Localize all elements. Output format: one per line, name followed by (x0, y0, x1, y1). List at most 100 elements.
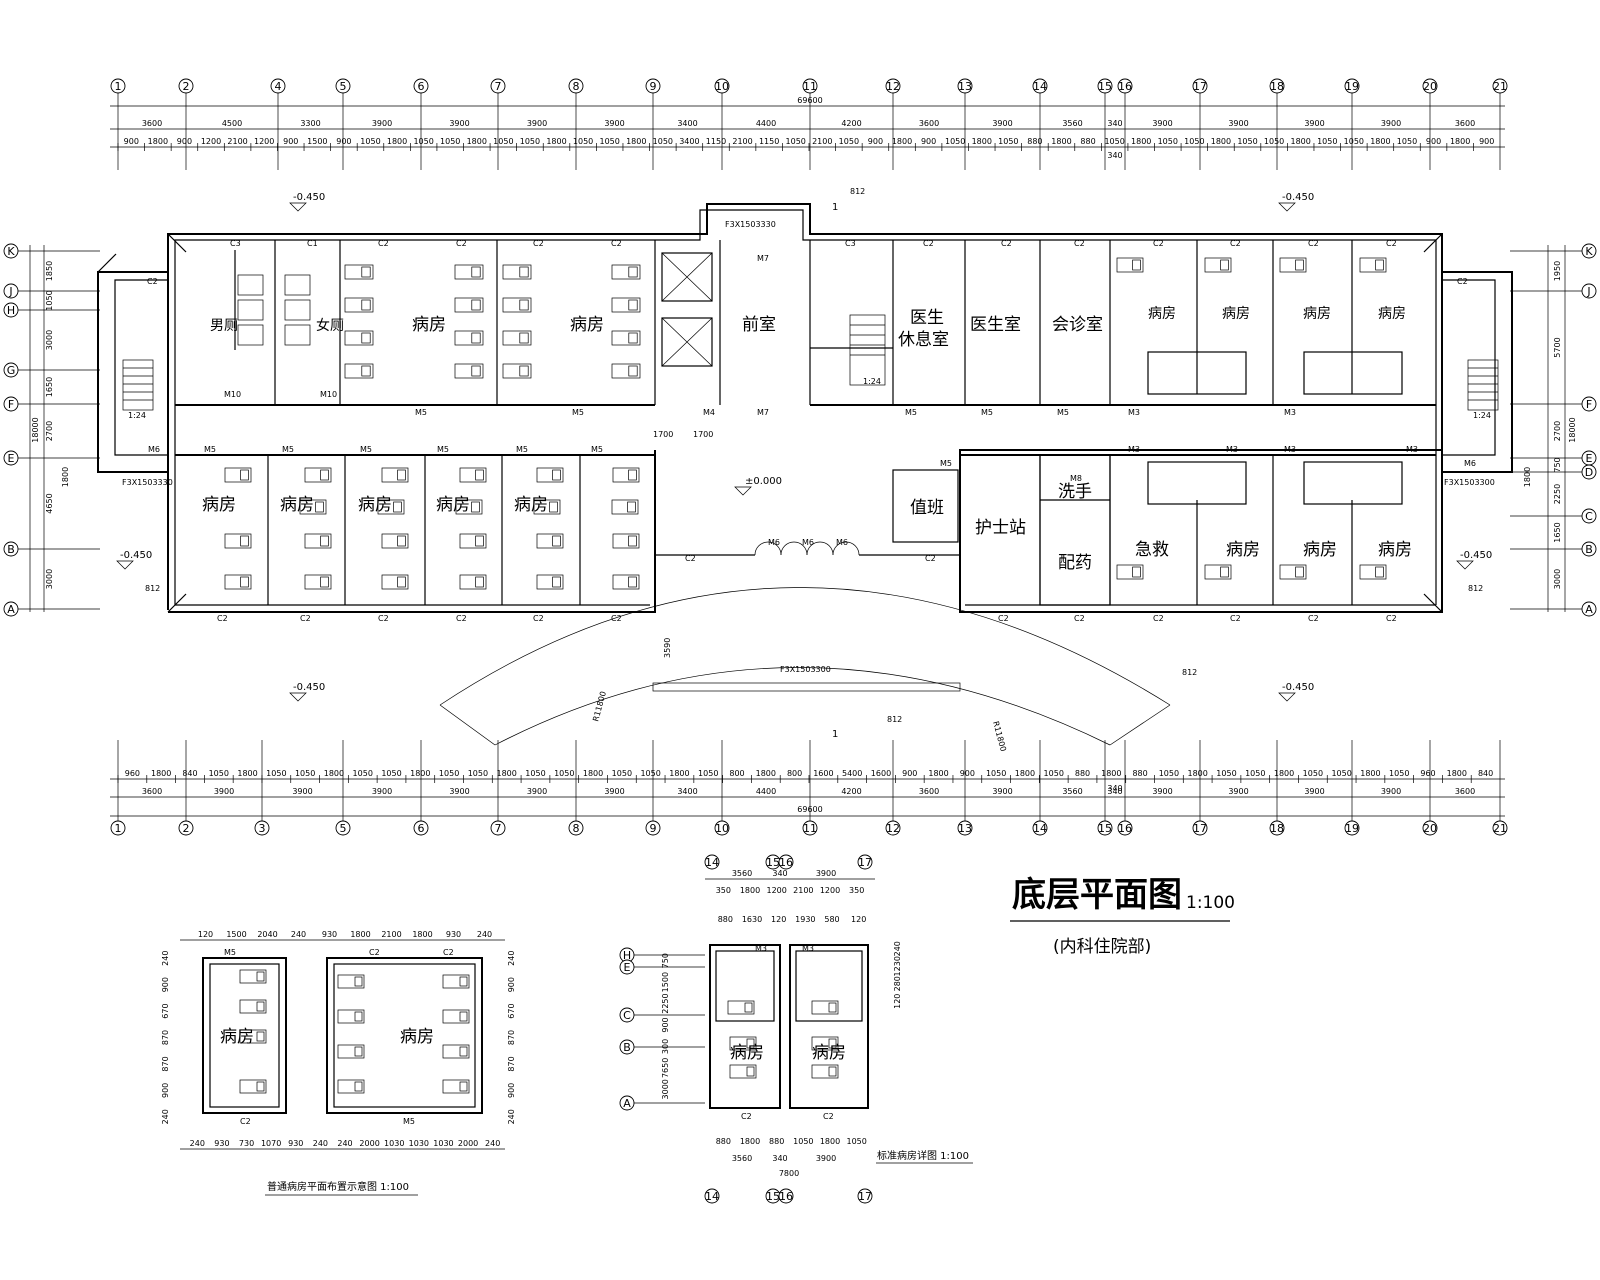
span-dim: 3900 (372, 787, 392, 796)
detail-dim: 340 (772, 869, 787, 878)
elevation-mark: -0.450 (1282, 192, 1314, 203)
side-dim: 240 (893, 941, 902, 956)
window-tag: C2 (685, 554, 696, 563)
window-tag: C2 (300, 614, 311, 623)
detail-dim: 2100 (793, 886, 813, 895)
window-tag: C1 (307, 239, 318, 248)
elevation-mark: -0.450 (1460, 550, 1492, 561)
bed (811, 1000, 839, 1015)
axis-label: J (8, 285, 12, 298)
axis-label: F (1586, 398, 1592, 411)
side-dim: 1230 (893, 956, 902, 976)
axis-label: H (7, 304, 15, 317)
axis-label: C (1585, 510, 1593, 523)
axis-label: 15 (1098, 80, 1112, 93)
dispense-room-label: 配药 (1058, 553, 1092, 573)
bed (611, 330, 641, 346)
bed (454, 330, 484, 346)
axis-label: 9 (650, 80, 657, 93)
bed (381, 574, 409, 590)
window-tag: C2 (1230, 614, 1241, 623)
span-dim: 3900 (214, 787, 234, 796)
door-tag: M3 (1226, 445, 1238, 454)
detail-dim: 3900 (816, 1154, 836, 1163)
ward-label: 病房 (1303, 540, 1337, 560)
axis-label: 12 (886, 822, 900, 835)
detail-dim: 930 (322, 930, 337, 939)
bed (337, 1044, 365, 1059)
detail-dim: 1050 (1344, 137, 1364, 146)
span-dim: 3900 (372, 119, 392, 128)
axis-label: 13 (958, 822, 972, 835)
bed (344, 297, 374, 313)
span-dim: 3900 (1381, 119, 1401, 128)
detail-dim: 1050 (468, 769, 488, 778)
side-dim: 3000 (661, 1079, 670, 1099)
door-tag: M6 (1464, 459, 1476, 468)
axis-label: E (1586, 452, 1593, 465)
span-dim: 3900 (1304, 787, 1324, 796)
bed (337, 1079, 365, 1094)
door-tag: M5 (940, 459, 952, 468)
bed (1359, 257, 1387, 273)
door-tag: M3 (802, 944, 814, 953)
detail-dim: 900 (283, 137, 298, 146)
bed (337, 974, 365, 989)
detail-dim: 1800 (1450, 137, 1470, 146)
detail-dim: 350 (849, 886, 864, 895)
axis-label: A (623, 1097, 631, 1110)
bed (611, 363, 641, 379)
detail-dim: 240 (337, 1139, 352, 1148)
detail-dim: 1800 (1370, 137, 1390, 146)
span-dim: 3600 (919, 787, 939, 796)
axis-label: 12 (886, 80, 900, 93)
axis-label: 17 (858, 1190, 872, 1203)
window-tag: C2 (925, 554, 936, 563)
detail-dim: 1050 (266, 769, 286, 778)
side-dim: 2250 (1553, 484, 1562, 504)
fire-door-tag: F3X1503330 (725, 220, 776, 229)
doctor-rest-label: 医生 (910, 308, 944, 328)
women-wc-label: 女厕 (316, 317, 344, 334)
bed (459, 533, 487, 549)
side-dim: 1650 (1553, 522, 1562, 542)
bed (442, 1044, 470, 1059)
detail-dim: 3400 (679, 137, 699, 146)
detail-dim: 1800 (410, 769, 430, 778)
window-tag: C2 (1153, 614, 1164, 623)
detail-dim: 1200 (201, 137, 221, 146)
door-tag: M6 (148, 445, 160, 454)
dim-label: 3590 (663, 638, 672, 658)
axis-label: 8 (573, 822, 580, 835)
detail-dim: 960 (1420, 769, 1435, 778)
detail-dim: 1050 (1331, 769, 1351, 778)
axis-label: 10 (715, 822, 729, 835)
axis-bubble (857, 1188, 873, 1204)
elevation-mark: ±0.000 (745, 476, 782, 487)
detail-dim: 1800 (1290, 137, 1310, 146)
detail-dim: 880 (1132, 769, 1147, 778)
axis-label: 17 (1193, 80, 1207, 93)
ward-label: 病房 (812, 1043, 846, 1063)
span-dim: 3400 (677, 119, 697, 128)
side-dim: 900 (161, 1083, 170, 1098)
bed (459, 574, 487, 590)
side-dim: 1800 (1523, 467, 1532, 487)
side-dim: 750 (661, 953, 670, 968)
detail-dim: 1800 (412, 930, 432, 939)
detail-dim: 2100 (812, 137, 832, 146)
detail-dim: 1030 (409, 1139, 429, 1148)
side-dim: 900 (507, 1083, 516, 1098)
detail-dim: 2100 (732, 137, 752, 146)
span-dim: 3900 (449, 787, 469, 796)
window-tag: C2 (923, 239, 934, 248)
axis-label: 11 (803, 822, 817, 835)
window-tag: C2 (611, 614, 622, 623)
stair-slope: 1:24 (1473, 411, 1491, 420)
bed (1359, 564, 1387, 580)
bed (536, 533, 564, 549)
detail-dim: 1800 (237, 769, 257, 778)
ward-label: 病房 (400, 1027, 434, 1047)
axis-label: 16 (779, 1190, 793, 1203)
